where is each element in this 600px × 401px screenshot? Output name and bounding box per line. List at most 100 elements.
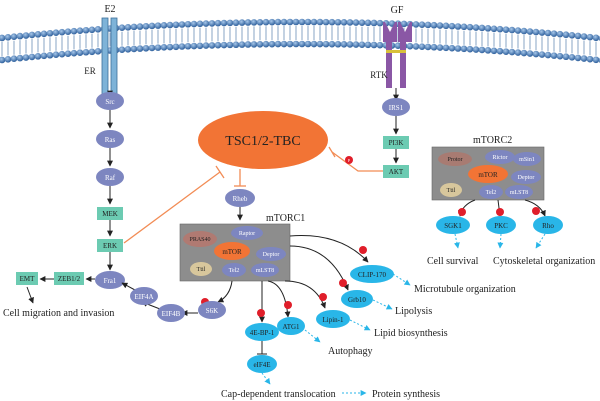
tel2-1-label: Tel2	[229, 268, 240, 274]
lipid-head	[358, 41, 366, 48]
lipid-head	[76, 27, 84, 35]
mlst8-1-label: mLST8	[256, 268, 274, 274]
lipid-head	[580, 33, 588, 40]
lipid-head	[142, 22, 150, 30]
lipid-head	[310, 18, 318, 26]
lipid-head	[304, 40, 312, 48]
lipid-head	[208, 42, 216, 49]
lipid-head	[376, 19, 384, 27]
lipid-head	[406, 42, 414, 50]
lipid-head	[184, 42, 192, 50]
akt-tsc-inhibition	[328, 146, 383, 172]
lipid-head	[202, 42, 210, 49]
rtk-receptor	[383, 22, 412, 88]
lipid-head	[238, 19, 246, 26]
cap-outcome: Cap-dependent translocation	[221, 389, 336, 400]
lipid-head	[514, 49, 522, 56]
lipid-head	[430, 21, 438, 29]
eif4e-label: eIF4E	[253, 361, 270, 369]
lipid-head	[472, 46, 480, 53]
lipid-head	[496, 47, 504, 55]
lipid-head	[10, 33, 18, 41]
lipid-head	[478, 24, 486, 32]
lipid-head	[4, 56, 12, 63]
lipid-head	[526, 28, 534, 35]
ttil2-label: Ttil	[447, 188, 456, 194]
tel2-2-label: Tel2	[486, 190, 497, 196]
lipid-head	[52, 51, 60, 59]
lipid-head	[220, 41, 228, 49]
lipid-head	[280, 40, 288, 48]
lipid-head	[484, 47, 492, 54]
lipid-head	[346, 41, 354, 48]
4ebp1-node	[245, 323, 279, 341]
lipid-head	[418, 43, 426, 50]
erk-tsc-inhibition	[123, 165, 225, 244]
lipid-head	[16, 54, 24, 62]
tsc-node	[198, 111, 328, 169]
lipid-head	[592, 56, 600, 64]
lipid-head	[118, 46, 126, 54]
lipid-head	[154, 22, 162, 29]
lipid-head	[208, 20, 216, 27]
tsc-label: TSC1/2-TBC	[225, 134, 300, 149]
lipid-head	[292, 40, 300, 48]
lipid-head	[172, 21, 180, 29]
msin1-label: mSin1	[519, 157, 535, 163]
ras-node	[96, 130, 124, 148]
lipid-head	[82, 26, 90, 34]
lipid-head	[244, 41, 252, 48]
lipid-head	[436, 44, 444, 51]
lipid-head	[478, 46, 486, 54]
lipid-head	[568, 54, 576, 61]
lipid-head	[286, 18, 294, 26]
lipid-head	[190, 42, 198, 50]
lipid-head	[490, 25, 498, 33]
raptor1-label: Raptor	[239, 231, 255, 237]
lipid-head	[454, 23, 462, 30]
s6k-node	[198, 301, 226, 319]
lipid-head	[466, 45, 474, 53]
lipid-head	[592, 34, 600, 42]
lipid-head	[574, 54, 582, 62]
src-label: Src	[105, 98, 114, 106]
mek-node	[97, 207, 123, 220]
fra1-node	[95, 271, 125, 289]
lipid-head	[502, 26, 510, 33]
sgk1-node	[436, 216, 470, 234]
lipid-head	[70, 49, 78, 57]
mtorc1-title: mTORC1	[266, 213, 305, 224]
lipid-head	[262, 40, 270, 48]
src-node	[96, 92, 124, 110]
lipid-head	[370, 41, 378, 49]
lipid-head	[130, 45, 138, 53]
lipid-head	[460, 45, 468, 53]
zeb-label: ZEB1/2	[58, 275, 81, 283]
lipid-head	[298, 40, 306, 48]
lipid-head	[34, 31, 42, 38]
4ebp1-label: 4E-BP-1	[250, 329, 275, 337]
raf-node	[96, 168, 124, 186]
lipid-head	[214, 19, 222, 27]
lipid-head	[64, 28, 72, 35]
protor-label: Protor	[448, 157, 463, 163]
lipid-head	[46, 29, 54, 37]
lipid-head	[412, 43, 420, 50]
survival-outcome: Cell survival	[427, 256, 479, 267]
lipid-head	[220, 19, 228, 27]
lipid-head	[418, 21, 426, 28]
pi3k-node	[383, 136, 409, 149]
lipid-head	[454, 45, 462, 52]
mtor1-label: mTOR	[222, 248, 242, 256]
rtk-label: RTK	[370, 70, 388, 80]
lipid-head	[472, 24, 480, 31]
irs1-label: IRS1	[389, 104, 404, 112]
pi3k-label: PI3K	[389, 139, 404, 147]
lipid-head	[274, 18, 282, 26]
lipid-head	[4, 34, 12, 41]
lipid-head	[370, 19, 378, 27]
lipid-head	[322, 40, 330, 48]
lipid-head	[424, 21, 432, 29]
lipid-head	[442, 44, 450, 52]
lipid-head	[196, 20, 204, 28]
